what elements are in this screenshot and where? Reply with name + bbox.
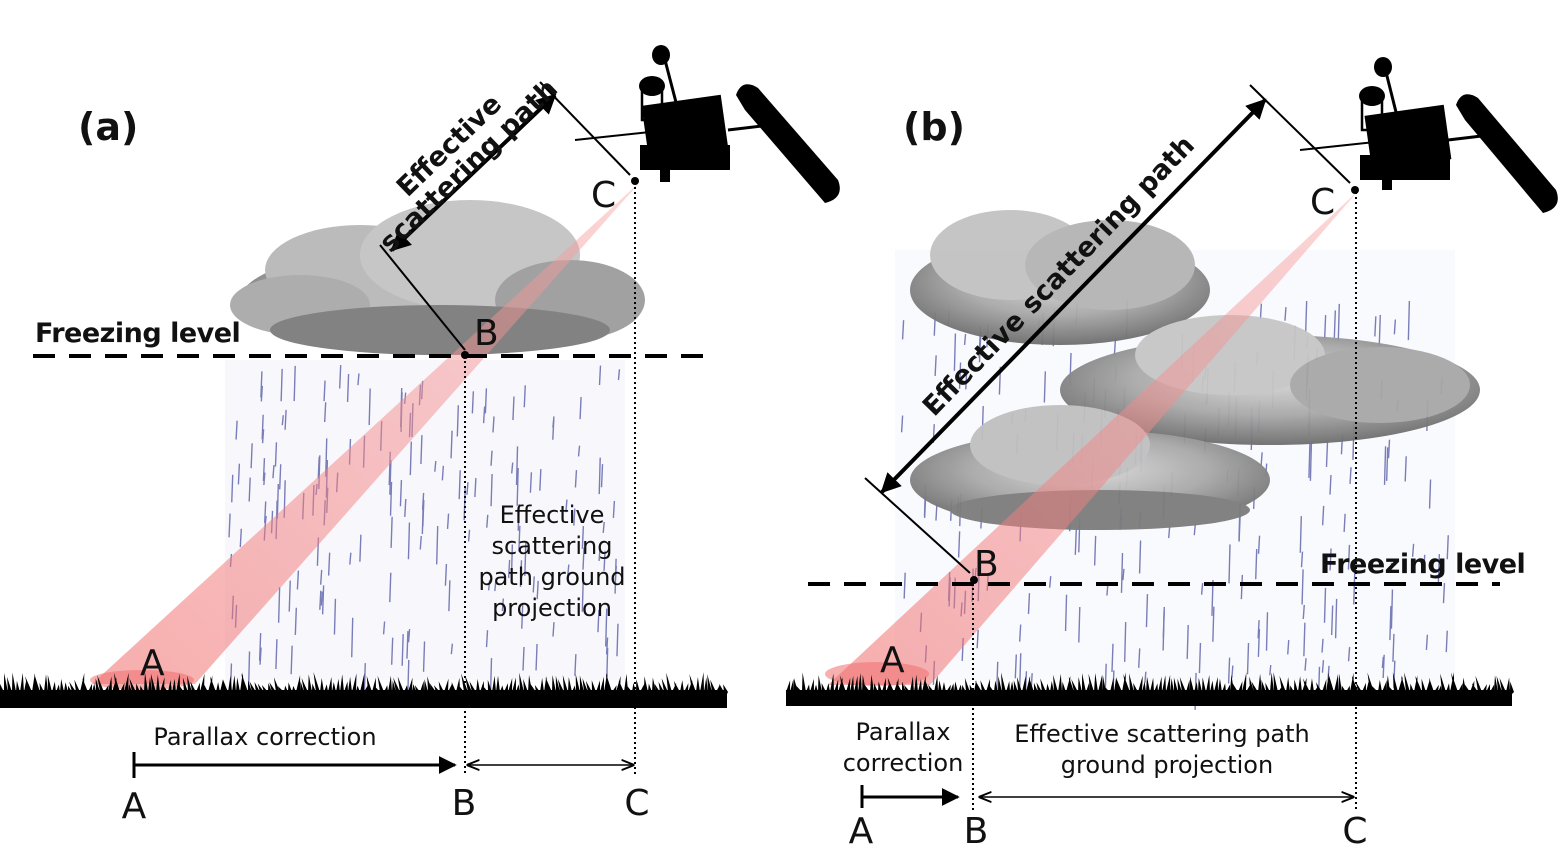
- label-c: C: [1310, 182, 1335, 223]
- label-c: C: [591, 175, 616, 216]
- ground-projection-label: Effective scattering path ground project…: [1014, 720, 1310, 779]
- svg-text:projection: projection: [492, 594, 612, 622]
- svg-text:scattering: scattering: [492, 532, 613, 560]
- beam-footprint: [825, 662, 929, 686]
- satellite-icon: [574, 45, 840, 203]
- freezing-level-label: Freezing level: [35, 318, 240, 349]
- parallax-label: Parallax correction: [153, 723, 376, 751]
- point-b: [970, 576, 978, 584]
- ground-projection-label: Effective scattering path ground project…: [478, 501, 625, 622]
- svg-text:path ground: path ground: [478, 563, 625, 591]
- svg-text:Parallax: Parallax: [856, 718, 951, 746]
- grass-icon: [786, 672, 1514, 706]
- point-c: [631, 177, 639, 185]
- label-b: B: [474, 313, 499, 354]
- scatter-path-arrow: [390, 93, 557, 252]
- parallax-label: Parallax correction: [843, 718, 964, 777]
- axis-label-b: B: [964, 811, 989, 849]
- label-a: A: [880, 640, 905, 681]
- grass-icon: [0, 672, 728, 708]
- label-a: A: [140, 643, 165, 684]
- radar-beam: [92, 182, 640, 684]
- svg-text:correction: correction: [843, 749, 964, 777]
- svg-text:ground projection: ground projection: [1061, 751, 1273, 779]
- cloud-icon: [230, 200, 645, 355]
- axis-label-c: C: [1342, 811, 1367, 849]
- svg-text:Effective: Effective: [500, 501, 605, 529]
- point-b: [461, 351, 469, 359]
- scatter-path-arrow: [880, 98, 1267, 494]
- satellite-icon: [1299, 57, 1558, 213]
- point-c: [1351, 186, 1359, 194]
- scatter-extension-b: [379, 244, 466, 351]
- panel-a-label: (a): [78, 105, 138, 149]
- axis-label-a: A: [122, 786, 147, 827]
- panel-b-label: (b): [903, 105, 965, 149]
- svg-text:Effective scattering path: Effective scattering path: [1014, 720, 1310, 748]
- label-b: B: [974, 544, 999, 585]
- scatter-extension-c: [1249, 84, 1351, 184]
- panel-a: (a) Freezing level: [0, 45, 840, 827]
- axis-label-c: C: [624, 783, 649, 824]
- axis-label-b: B: [452, 783, 477, 824]
- scatter-extension-b: [864, 477, 971, 574]
- axis-label-a: A: [849, 811, 874, 849]
- panel-b: (b) Freezing level: [786, 57, 1558, 849]
- freezing-level-label: Freezing level: [1320, 549, 1525, 580]
